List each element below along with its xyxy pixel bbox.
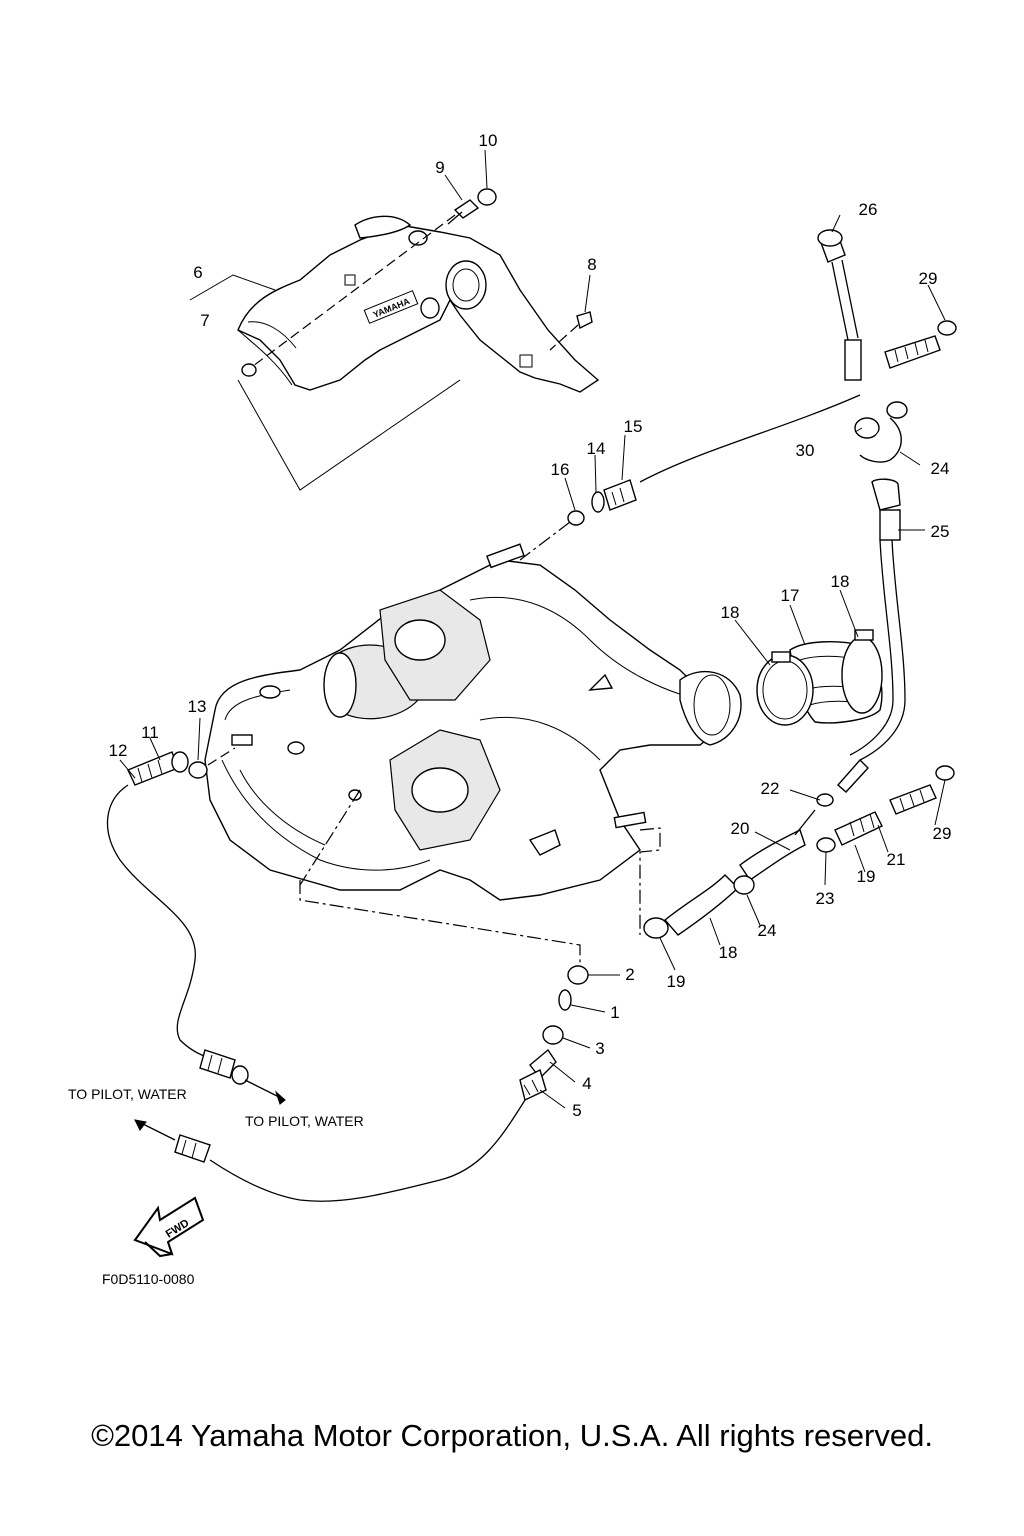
callout-labels: 10 9 8 6 7 26 29 15 14 16 30 24 25 18 17… [109, 131, 952, 1120]
note-to-pilot-left: TO PILOT, WATER [68, 1086, 187, 1102]
callout-9: 9 [435, 158, 444, 177]
callout-26: 24 [931, 459, 950, 478]
callout-11: 11 [141, 723, 159, 742]
fwd-arrow-icon: FWD [133, 1196, 205, 1258]
callout-12: 12 [109, 741, 128, 760]
callout-27: 25 [931, 522, 950, 541]
left-hose-assembly [106, 747, 286, 1105]
callout-15: 15 [624, 417, 643, 436]
callout-5: 5 [572, 1101, 581, 1120]
leader-lines [119, 149, 946, 1109]
callout-23: 21 [887, 850, 906, 869]
callout-3: 3 [595, 1039, 604, 1058]
note-to-pilot-right: TO PILOT, WATER [245, 1113, 364, 1129]
callout-17: 17 [781, 586, 800, 605]
callout-29-bottom: 29 [933, 824, 952, 843]
callout-8: 8 [587, 255, 596, 274]
callout-24-top: 22 [761, 779, 780, 798]
callout-25: 24 [758, 921, 777, 940]
exhaust-cover: YAMAHA [237, 215, 600, 393]
lower-hose-assembly [639, 765, 955, 939]
callout-13: 13 [188, 697, 207, 716]
callout-24-bottom: 23 [816, 889, 835, 908]
callout-30: 30 [796, 441, 815, 460]
callout-4: 4 [582, 1074, 591, 1093]
clip-part [576, 311, 593, 330]
callout-21: 20 [731, 819, 750, 838]
callout-18-right: 18 [831, 572, 850, 591]
callout-28: 26 [859, 200, 878, 219]
exhaust-manifold [204, 543, 742, 901]
callout-1: 1 [610, 1003, 619, 1022]
callout-18-left: 18 [721, 603, 740, 622]
copyright-notice: ©2014 Yamaha Motor Corporation, U.S.A. A… [91, 1418, 933, 1453]
callout-14: 14 [587, 439, 606, 458]
upper-hose-assembly [519, 229, 957, 793]
callout-2: 2 [625, 965, 634, 984]
bolt-part [447, 199, 480, 225]
callout-20: 19 [667, 972, 686, 991]
callout-7: 7 [200, 311, 209, 330]
o-ring-part [241, 363, 257, 377]
callout-22: 19 [857, 867, 876, 886]
exhaust-joint [756, 629, 883, 726]
callout-6: 6 [193, 263, 202, 282]
callout-29-top: 29 [919, 269, 938, 288]
callout-19: 18 [719, 943, 738, 962]
callout-10: 10 [479, 131, 498, 150]
lower-fittings [134, 789, 589, 1202]
callout-16: 16 [551, 460, 570, 479]
diagram-code: F0D5110-0080 [102, 1271, 195, 1287]
cap-part [477, 188, 497, 206]
